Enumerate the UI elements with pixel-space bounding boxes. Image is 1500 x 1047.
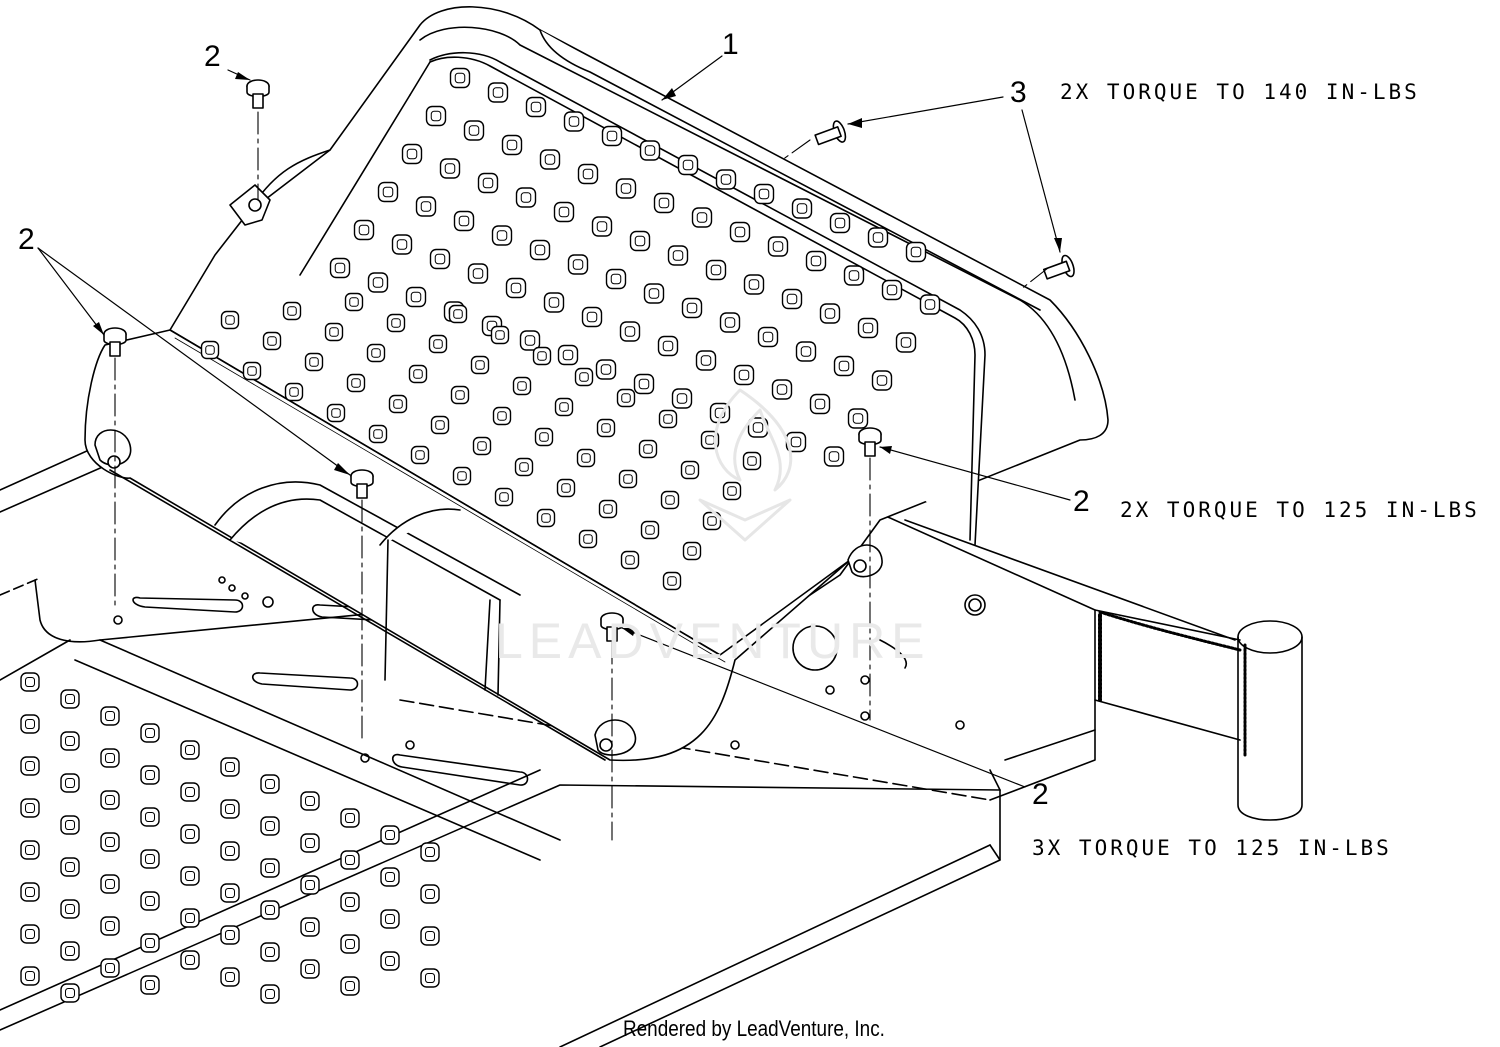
callout-part-2-top: 2	[204, 40, 221, 73]
callout-part-2-left: 2	[18, 223, 35, 256]
floor-pad-pattern	[20, 672, 440, 1004]
render-credit: Rendered by LeadVenture, Inc.	[623, 1016, 885, 1041]
watermark-text: LEADVENTURE	[495, 613, 931, 669]
leader-lines	[37, 55, 1071, 788]
center-lines	[114, 111, 1049, 841]
callout-part-1: 1	[722, 28, 739, 61]
callout-part-2-right: 2	[1073, 485, 1090, 518]
callout-part-3: 3	[1010, 76, 1027, 109]
torque-note-125-right: 2X TORQUE TO 125 IN-LBS	[1120, 498, 1480, 522]
torque-note-125-bottom: 3X TORQUE TO 125 IN-LBS	[1032, 836, 1392, 860]
mower-frame	[0, 397, 1303, 1047]
foot-rest-pad-pattern	[200, 67, 941, 591]
callout-part-2-bottom: 2	[1032, 778, 1049, 811]
flame-watermark-icon	[698, 388, 793, 542]
leader-arrowheads	[93, 72, 1062, 636]
torque-note-140: 2X TORQUE TO 140 IN-LBS	[1060, 80, 1420, 104]
bolt-icon	[103, 79, 1075, 642]
